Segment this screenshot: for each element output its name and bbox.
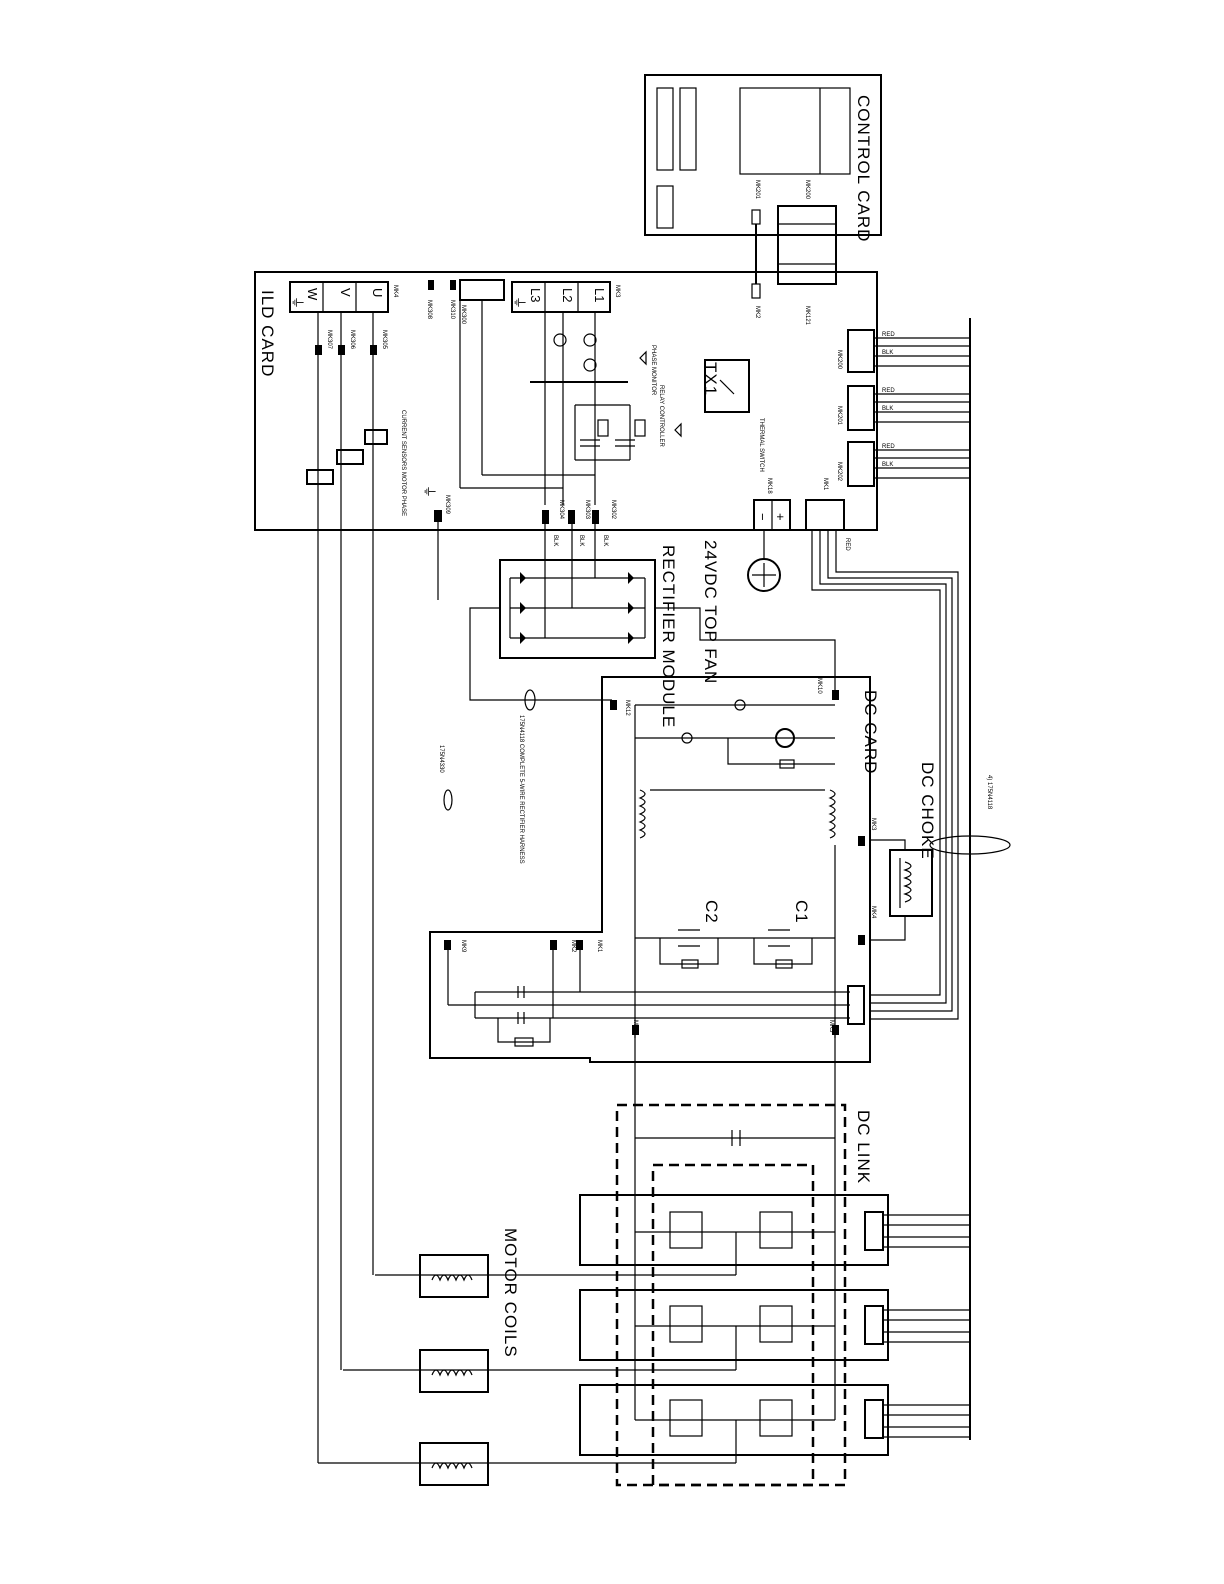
control-card: CONTROL CARD MK200 MK201 bbox=[644, 74, 882, 242]
top-fan: + − 24VDC TOP FAN bbox=[701, 513, 788, 684]
svg-text:W: W bbox=[305, 288, 320, 301]
igbt-module-1 bbox=[375, 1194, 970, 1276]
svg-text:L2: L2 bbox=[560, 288, 575, 302]
svg-text:MK4: MK4 bbox=[870, 906, 876, 919]
svg-text:−: − bbox=[755, 513, 770, 521]
svg-text:MK303: MK303 bbox=[584, 500, 590, 520]
svg-text:MK302: MK302 bbox=[610, 500, 616, 520]
signal-bundle: RED BLK RED BLK RED BLK RED 4) 175N4118 bbox=[811, 318, 1011, 1440]
svg-text:BLK: BLK bbox=[882, 406, 893, 412]
svg-text:MK200: MK200 bbox=[836, 350, 842, 370]
svg-text:RED: RED bbox=[882, 388, 895, 394]
svg-text:BLK: BLK bbox=[882, 462, 893, 468]
svg-text:RED: RED bbox=[882, 444, 895, 450]
svg-text:MK310: MK310 bbox=[449, 300, 455, 320]
svg-text:MK3: MK3 bbox=[614, 285, 620, 298]
top-fan-label: 24VDC TOP FAN bbox=[701, 540, 720, 684]
svg-text:MK308: MK308 bbox=[426, 300, 432, 320]
svg-text:MK5: MK5 bbox=[828, 1020, 834, 1033]
dc-card: DC CARD MK10 MK12 MK3 MK4 C2 C1 bbox=[429, 676, 880, 1063]
svg-text:MK309: MK309 bbox=[444, 495, 450, 515]
igbt-module-3 bbox=[318, 1384, 970, 1464]
svg-text:L1: L1 bbox=[592, 288, 607, 302]
svg-text:V: V bbox=[338, 288, 353, 297]
svg-text:MK10: MK10 bbox=[816, 678, 822, 694]
svg-text:MK1: MK1 bbox=[596, 940, 602, 953]
svg-text:MK121: MK121 bbox=[804, 306, 810, 326]
svg-text:MK201: MK201 bbox=[754, 180, 760, 200]
motor-coils-label: MOTOR COILS bbox=[501, 1228, 520, 1358]
svg-text:BLK: BLK bbox=[602, 535, 608, 546]
svg-text:MK1: MK1 bbox=[822, 478, 828, 491]
svg-text:RED: RED bbox=[844, 538, 850, 551]
ground-icon: ⏚ bbox=[290, 296, 305, 309]
dc-choke: DC CHOKE bbox=[870, 762, 937, 941]
motor-coils: MOTOR COILS bbox=[419, 1228, 520, 1486]
svg-text:BLK: BLK bbox=[882, 350, 893, 356]
svg-text:BLK: BLK bbox=[552, 535, 558, 546]
svg-text:175N4330: 175N4330 bbox=[438, 745, 444, 773]
control-card-terminal-block bbox=[656, 87, 697, 229]
control-card-label: CONTROL CARD bbox=[854, 95, 873, 242]
svg-text:TX1: TX1 bbox=[701, 362, 720, 396]
svg-text:4) 175N4118: 4) 175N4118 bbox=[986, 775, 992, 810]
ild-card: ILD CARD L1 L2 L3 MK3 ⏚ U V W MK4 ⏚ MK30… bbox=[254, 271, 878, 1463]
dc-choke-label: DC CHOKE bbox=[918, 762, 937, 860]
rectifier-module: RECTIFIER MODULE BLK BLK BLK bbox=[469, 524, 836, 728]
svg-text:MK2: MK2 bbox=[754, 306, 760, 319]
svg-text:RED: RED bbox=[882, 332, 895, 338]
svg-text:C1: C1 bbox=[792, 900, 811, 924]
svg-text:THERMAL SWITCH: THERMAL SWITCH bbox=[758, 418, 764, 472]
svg-text:MK18: MK18 bbox=[766, 478, 772, 494]
current-sensors: CURRENT SENSORS MOTOR PHASE bbox=[306, 410, 406, 516]
svg-text:MK2: MK2 bbox=[570, 940, 576, 953]
svg-text:L3: L3 bbox=[528, 288, 543, 302]
rectifier-module-label: RECTIFIER MODULE bbox=[659, 545, 678, 728]
svg-text:MK4: MK4 bbox=[392, 285, 398, 298]
igbt-module-2 bbox=[343, 1289, 970, 1371]
svg-text:MK305: MK305 bbox=[381, 330, 387, 350]
dc-link: DC LINK bbox=[615, 1035, 873, 1487]
svg-text:BLK: BLK bbox=[578, 535, 584, 546]
dc-link-label: DC LINK bbox=[854, 1110, 873, 1184]
ild-card-label: ILD CARD bbox=[258, 290, 277, 377]
svg-text:MK201: MK201 bbox=[836, 406, 842, 426]
svg-text:MK306: MK306 bbox=[349, 330, 355, 350]
svg-text:MK12: MK12 bbox=[624, 700, 630, 716]
svg-text:+: + bbox=[773, 513, 788, 521]
ground-icon: ⏚ bbox=[512, 296, 527, 309]
svg-text:CURRENT SENSORS MOTOR PHASE: CURRENT SENSORS MOTOR PHASE bbox=[400, 410, 406, 516]
svg-text:MK200: MK200 bbox=[804, 180, 810, 200]
svg-text:MK304: MK304 bbox=[558, 500, 564, 520]
svg-text:U: U bbox=[370, 288, 385, 297]
svg-text:MK307: MK307 bbox=[326, 330, 332, 350]
ribbon-cable: MK121 MK2 bbox=[751, 205, 837, 326]
relay-controller-area: PHASE MONITOR RELAY CONTROLLER bbox=[530, 333, 682, 461]
svg-text:MK3: MK3 bbox=[870, 818, 876, 831]
svg-text:MK9: MK9 bbox=[460, 940, 466, 953]
svg-text:MK300: MK300 bbox=[460, 305, 466, 325]
svg-text:175N4118 COMPLETE 5-WIRE RECTI: 175N4118 COMPLETE 5-WIRE RECTIFIER HARNE… bbox=[518, 715, 524, 864]
svg-text:RELAY CONTROLLER: RELAY CONTROLLER bbox=[658, 385, 664, 447]
thermal-switch: TX1 THERMAL SWITCH bbox=[701, 359, 764, 472]
ground-icon: ⏚ bbox=[422, 485, 437, 498]
svg-text:C2: C2 bbox=[702, 900, 721, 924]
svg-text:MK202: MK202 bbox=[836, 462, 842, 482]
svg-text:PHASE MONITOR: PHASE MONITOR bbox=[650, 345, 656, 396]
dc-card-label: DC CARD bbox=[861, 690, 880, 774]
